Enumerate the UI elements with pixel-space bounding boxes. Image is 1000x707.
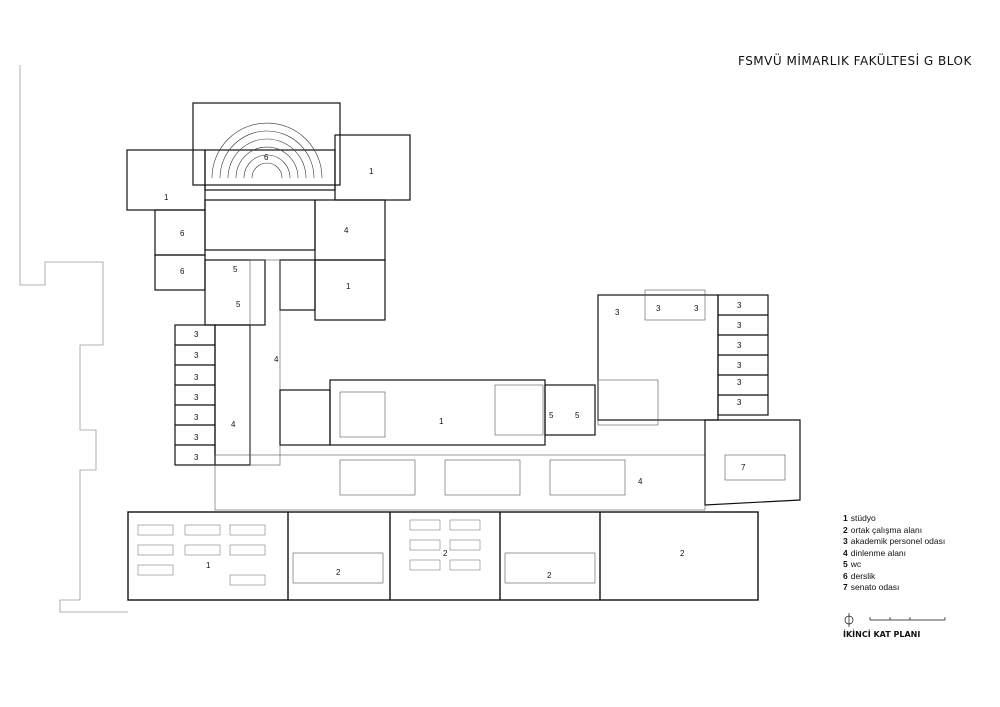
- legend-number: 4: [843, 547, 848, 558]
- room-label: 4: [231, 420, 236, 429]
- legend-number: 1: [843, 513, 848, 523]
- room-label: 3: [615, 308, 620, 317]
- room-label: 3: [194, 413, 199, 422]
- room-label: 3: [737, 398, 742, 407]
- wing-north-west: [126, 134, 411, 326]
- legend-text: senato odası: [850, 582, 900, 592]
- room-label: 4: [344, 226, 349, 235]
- room-label: 3: [194, 393, 199, 402]
- legend-number: 7: [843, 582, 848, 592]
- room-label: 3: [194, 351, 199, 360]
- wing-south: [127, 511, 759, 601]
- room-label: 1: [439, 417, 444, 426]
- legend-number: 6: [843, 570, 848, 581]
- room-label: 3: [694, 304, 699, 313]
- legend-text: dinlenme alanı: [850, 547, 907, 558]
- room-label: 6: [180, 229, 185, 238]
- room-label: 3: [656, 304, 661, 313]
- legend-text: derslik: [850, 570, 876, 581]
- plan-label: İKİNCİ KAT PLANI: [843, 630, 921, 639]
- legend-text: akademik personel odası: [850, 536, 946, 546]
- room-label: 3: [737, 321, 742, 330]
- studio-desks: [137, 519, 481, 586]
- room-label: 5: [236, 300, 241, 309]
- room-label: 1: [206, 561, 211, 570]
- room-label: 3: [737, 361, 742, 370]
- room-label: 1: [164, 193, 169, 202]
- room-labels: 6 1 1 6 6 5 5 4 1 3 3 3 3 3 3 3 4 4 3 3 …: [164, 153, 746, 580]
- room-label: 4: [274, 355, 279, 364]
- senate-room: [704, 419, 801, 506]
- room-label: 3: [737, 378, 742, 387]
- room-label: 4: [638, 477, 643, 486]
- room-label: 5: [575, 411, 580, 420]
- amphitheatre: [192, 102, 341, 186]
- site-outline: [19, 65, 128, 613]
- room-label: 3: [194, 373, 199, 382]
- room-label: 7: [741, 463, 746, 472]
- room-label: 3: [194, 330, 199, 339]
- room-label: 3: [194, 433, 199, 442]
- legend-number: 5: [843, 559, 848, 569]
- room-label: 6: [264, 153, 269, 162]
- room-label: 1: [369, 167, 374, 176]
- legend-text: stüdyo: [850, 513, 876, 523]
- room-label: 3: [737, 341, 742, 350]
- room-label: 5: [233, 265, 238, 274]
- room-label: 2: [547, 571, 552, 580]
- wing-center: [214, 379, 706, 511]
- room-label: 2: [443, 549, 448, 558]
- room-label: 2: [336, 568, 341, 577]
- room-label: 2: [680, 549, 685, 558]
- room-label: 3: [737, 301, 742, 310]
- room-label: 1: [346, 282, 351, 291]
- wing-west: [174, 259, 281, 466]
- scale-bar-icon: [869, 617, 946, 621]
- room-label: 6: [180, 267, 185, 276]
- legend-number: 2: [843, 524, 848, 535]
- legend-text: wc: [850, 559, 862, 569]
- legend-text: ortak çalışma alanı: [850, 524, 923, 535]
- legend-number: 3: [843, 536, 848, 546]
- room-label: 3: [194, 453, 199, 462]
- room-label: 5: [549, 411, 554, 420]
- drawing-title: FSMVÜ MİMARLIK FAKÜLTESİ G BLOK: [738, 54, 972, 68]
- wing-east: [597, 289, 769, 426]
- north-arrow-icon: [844, 613, 854, 627]
